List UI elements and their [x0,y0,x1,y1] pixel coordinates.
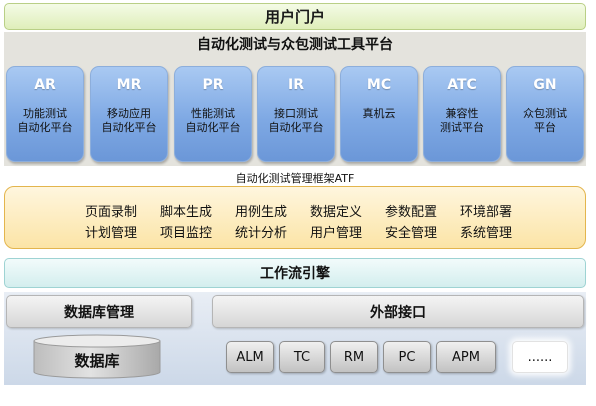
tool-mr: MR 移动应用 自动化平台 [90,66,168,162]
tool-atc: ATC 兼容性 测试平台 [423,66,501,162]
database-cylinder: 数据库 [32,334,162,380]
external-interface-header: 外部接口 [212,295,584,328]
tool-ar: AR 功能测试 自动化平台 [6,66,84,162]
tool-gn-code: GN [533,77,557,93]
user-portal-bar: 用户门户 [4,3,586,30]
tool-pr: PR 性能测试 自动化平台 [174,66,252,162]
tool-platform-panel: 自动化测试与众包测试工具平台 AR 功能测试 自动化平台 MR 移动应用 自动化… [4,32,586,166]
atf-function-item: 用户管理 [310,226,363,241]
atf-function-item: 数据定义 [310,205,363,220]
tool-mc: MC 真机云 [340,66,418,162]
tool-ir-desc: 接口测试 自动化平台 [268,107,324,134]
atf-function-item: 页面录制 [85,205,138,220]
database-label: 数据库 [74,352,120,370]
data-layer-panel: 数据库管理 外部接口 数据库 ALM TC RM PC APM ...... [4,292,586,385]
atf-function-item: 系统管理 [460,226,513,241]
tool-ir-code: IR [288,77,304,93]
ext-more: ...... [512,341,568,373]
ext-alm: ALM [226,341,274,373]
atf-function-item: 用例生成 [235,205,288,220]
tool-mr-code: MR [116,77,142,93]
tool-mc-code: MC [366,77,392,93]
external-interface-label: 外部接口 [370,304,426,321]
tool-mr-desc: 移动应用 自动化平台 [101,107,157,134]
atf-function-item: 参数配置 [385,205,438,220]
atf-function-item: 计划管理 [85,226,138,241]
database-management-header: 数据库管理 [6,295,192,328]
ext-pc: PC [383,341,431,373]
tool-mc-desc: 真机云 [362,107,396,120]
atf-label: 自动化测试管理框架ATF [235,172,355,185]
tool-platform-title: 自动化测试与众包测试工具平台 [197,37,393,53]
atf-function-item: 项目监控 [160,226,213,241]
user-portal-label: 用户门户 [264,8,325,26]
workflow-engine-label: 工作流引擎 [260,266,330,282]
database-management-label: 数据库管理 [64,304,134,321]
ext-rm: RM [330,341,378,373]
atf-functions-panel: 页面录制 脚本生成 用例生成 数据定义 参数配置 环境部署 计划管理 项目监控 … [4,186,586,249]
ext-tc: TC [279,341,325,373]
atf-function-item: 安全管理 [385,226,438,241]
tool-pr-code: PR [202,77,224,93]
atf-function-grid: 页面录制 脚本生成 用例生成 数据定义 参数配置 环境部署 计划管理 项目监控 … [85,201,535,241]
tool-ir: IR 接口测试 自动化平台 [257,66,335,162]
tool-ar-desc: 功能测试 自动化平台 [17,107,73,134]
database-icon [33,334,161,379]
tool-atc-code: ATC [447,77,477,93]
workflow-engine-bar: 工作流引擎 [4,258,586,288]
atf-function-item: 环境部署 [460,205,513,220]
tool-gn-desc: 众包测试 平台 [523,107,567,134]
tool-pr-desc: 性能测试 自动化平台 [185,107,241,134]
ext-apm: APM [436,341,496,373]
tool-ar-code: AR [34,77,56,93]
atf-function-item: 脚本生成 [160,205,213,220]
tool-gn: GN 众包测试 平台 [506,66,584,162]
tool-atc-desc: 兼容性 测试平台 [440,107,484,134]
atf-function-item: 统计分析 [235,226,288,241]
